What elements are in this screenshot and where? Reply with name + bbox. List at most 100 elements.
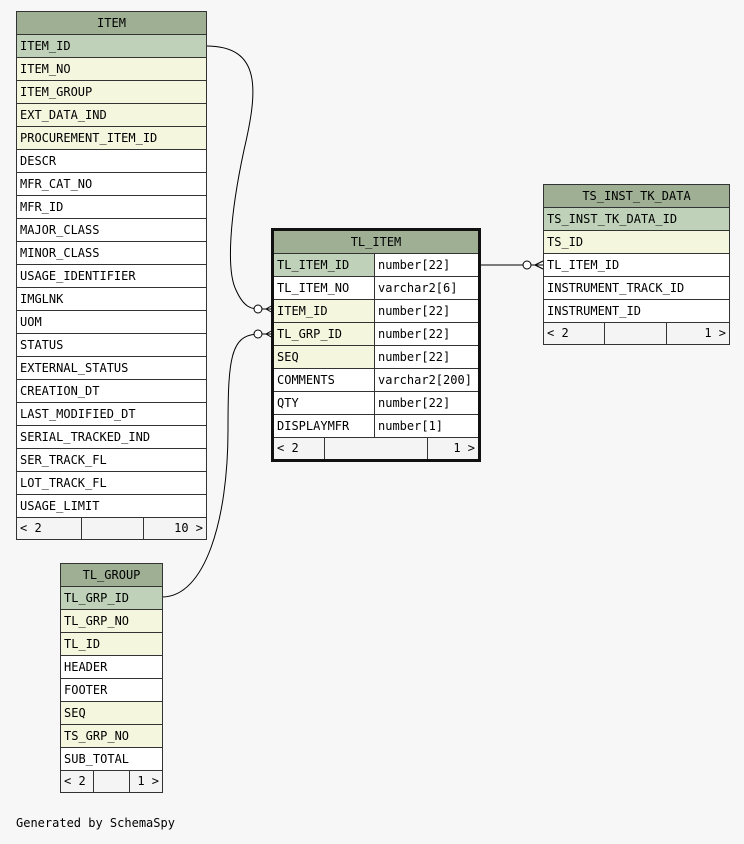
column-name: MINOR_CLASS — [20, 246, 100, 260]
column-name: SEQ — [277, 350, 299, 364]
column-name: IMGLNK — [20, 292, 64, 306]
parent-count[interactable]: < 2 — [61, 771, 94, 792]
column-row[interactable]: INSTRUMENT_ID — [544, 300, 729, 323]
column-row[interactable]: TL_ITEM_ID — [544, 254, 729, 277]
column-name: TL_ITEM_NO — [277, 281, 350, 295]
column-row[interactable]: MFR_ID — [17, 196, 206, 219]
parent-count[interactable]: < 2 — [274, 438, 325, 459]
column-name: LOT_TRACK_FL — [20, 476, 107, 490]
column-type: varchar2[6] — [374, 277, 478, 299]
column-name: ITEM_GROUP — [20, 85, 93, 99]
column-type: number[22] — [374, 392, 478, 414]
column-row[interactable]: DESCR — [17, 150, 206, 173]
column-name: TL_ITEM_ID — [547, 258, 620, 272]
column-row[interactable]: CREATION_DT — [17, 380, 206, 403]
column-row[interactable]: TL_ITEM_NO varchar2[6] — [274, 277, 478, 300]
column-name: DISPLAYMFR — [277, 419, 350, 433]
column-row[interactable]: LAST_MODIFIED_DT — [17, 403, 206, 426]
child-count[interactable]: 1 > — [137, 774, 159, 788]
column-name: TL_ID — [64, 637, 101, 651]
column-name: CREATION_DT — [20, 384, 100, 398]
column-row[interactable]: TL_ITEM_ID number[22] — [274, 254, 478, 277]
column-name: INSTRUMENT_TRACK_ID — [547, 281, 685, 295]
column-name: SERIAL_TRACKED_IND — [20, 430, 151, 444]
table-header[interactable]: TL_GROUP — [61, 564, 162, 587]
column-name: TS_GRP_NO — [64, 729, 130, 743]
footer-spacer — [94, 771, 130, 792]
table-footer: < 2 10 > — [17, 518, 206, 539]
column-row[interactable]: INSTRUMENT_TRACK_ID — [544, 277, 729, 300]
column-row[interactable]: SERIAL_TRACKED_IND — [17, 426, 206, 449]
child-count[interactable]: 1 > — [704, 326, 726, 340]
column-row[interactable]: USAGE_LIMIT — [17, 495, 206, 518]
table-footer: < 2 1 > — [544, 323, 729, 344]
table-header[interactable]: TL_ITEM — [274, 231, 478, 254]
column-name: INSTRUMENT_ID — [547, 304, 641, 318]
edge-ts-inst-crowfoot — [531, 260, 544, 270]
column-row[interactable]: PROCUREMENT_ITEM_ID — [17, 127, 206, 150]
table-footer: < 2 1 > — [61, 771, 162, 792]
table-header[interactable]: ITEM — [17, 12, 206, 35]
column-row[interactable]: STATUS — [17, 334, 206, 357]
table-item[interactable]: ITEM ITEM_ID ITEM_NO ITEM_GROUP EXT_DATA_IND… — [16, 11, 207, 540]
column-name: TL_GRP_NO — [64, 614, 130, 628]
column-name: ITEM_ID — [20, 39, 71, 53]
column-name: LAST_MODIFIED_DT — [20, 407, 136, 421]
column-row[interactable]: USAGE_IDENTIFIER — [17, 265, 206, 288]
table-header[interactable]: TS_INST_TK_DATA — [544, 185, 729, 208]
column-row[interactable]: TS_INST_TK_DATA_ID — [544, 208, 729, 231]
column-name: USAGE_IDENTIFIER — [20, 269, 136, 283]
column-row[interactable]: TS_GRP_NO — [61, 725, 162, 748]
column-row[interactable]: TL_ID — [61, 633, 162, 656]
column-row[interactable]: SER_TRACK_FL — [17, 449, 206, 472]
column-row[interactable]: MFR_CAT_NO — [17, 173, 206, 196]
child-count[interactable]: 10 > — [174, 521, 203, 535]
column-type: number[22] — [374, 300, 478, 322]
column-name: TL_ITEM_ID — [277, 258, 350, 272]
column-row[interactable]: SUB_TOTAL — [61, 748, 162, 771]
column-type: varchar2[200] — [374, 369, 478, 391]
parent-count[interactable]: < 2 — [17, 518, 82, 539]
column-row[interactable]: EXTERNAL_STATUS — [17, 357, 206, 380]
parent-count[interactable]: < 2 — [544, 323, 605, 344]
column-name: QTY — [277, 396, 299, 410]
column-name: SEQ — [64, 706, 86, 720]
column-row[interactable]: QTY number[22] — [274, 392, 478, 415]
column-row[interactable]: ITEM_NO — [17, 58, 206, 81]
column-row[interactable]: TS_ID — [544, 231, 729, 254]
column-row[interactable]: MAJOR_CLASS — [17, 219, 206, 242]
column-name: DESCR — [20, 154, 57, 168]
column-row[interactable]: COMMENTS varchar2[200] — [274, 369, 478, 392]
column-row[interactable]: UOM — [17, 311, 206, 334]
column-row[interactable]: FOOTER — [61, 679, 162, 702]
footer-spacer — [82, 518, 144, 539]
column-name: COMMENTS — [277, 373, 335, 387]
generated-by-credit: Generated by SchemaSpy — [16, 816, 175, 830]
child-count[interactable]: 1 > — [453, 441, 475, 455]
column-row[interactable]: TL_GRP_NO — [61, 610, 162, 633]
column-name: SUB_TOTAL — [64, 752, 130, 766]
column-type: number[22] — [374, 323, 478, 345]
column-name: SER_TRACK_FL — [20, 453, 107, 467]
column-type: number[22] — [374, 254, 478, 276]
column-row[interactable]: IMGLNK — [17, 288, 206, 311]
column-row[interactable]: HEADER — [61, 656, 162, 679]
column-name: USAGE_LIMIT — [20, 499, 100, 513]
column-row[interactable]: TL_GRP_ID — [61, 587, 162, 610]
column-row[interactable]: ITEM_GROUP — [17, 81, 206, 104]
column-row[interactable]: DISPLAYMFR number[1] — [274, 415, 478, 438]
column-type: number[1] — [374, 415, 478, 437]
column-row[interactable]: ITEM_ID — [17, 35, 206, 58]
column-row[interactable]: EXT_DATA_IND — [17, 104, 206, 127]
column-name: HEADER — [64, 660, 108, 674]
column-row[interactable]: LOT_TRACK_FL — [17, 472, 206, 495]
column-name: EXTERNAL_STATUS — [20, 361, 129, 375]
column-row[interactable]: SEQ — [61, 702, 162, 725]
column-row[interactable]: MINOR_CLASS — [17, 242, 206, 265]
